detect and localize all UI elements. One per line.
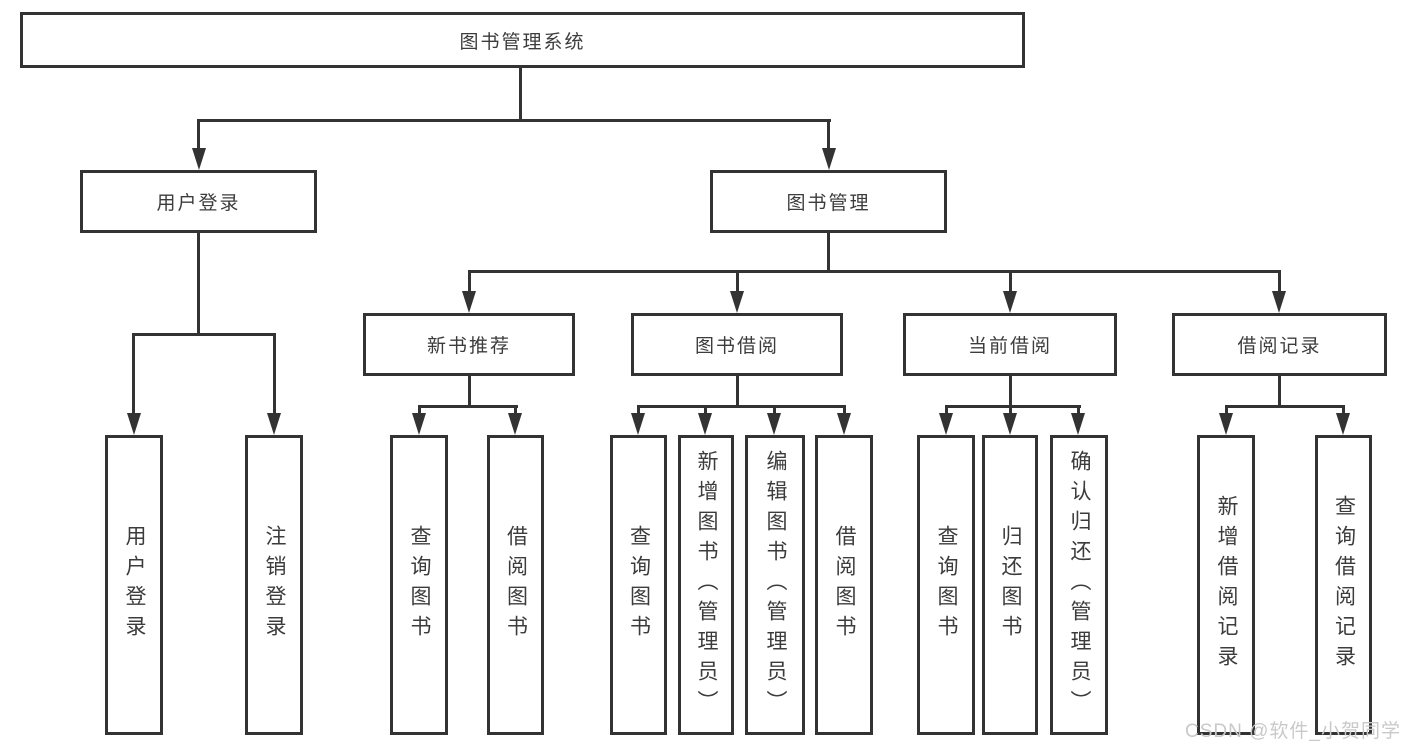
arrowhead-down-icon [508, 413, 522, 435]
arrowhead-down-icon [1071, 413, 1085, 435]
connector-line [736, 376, 739, 407]
leaf-borrowing-borrow-books: 借阅图书 [815, 435, 873, 735]
connector-line [197, 119, 831, 122]
arrowhead-down-icon [698, 413, 712, 435]
leaf-label: 借阅图书 [504, 525, 528, 645]
leaf-newbooks-borrow-books: 借阅图书 [487, 435, 544, 735]
connector-line [827, 119, 830, 152]
leaf-label: 注销登录 [263, 525, 286, 645]
leaf-records-add-borrow-record: 新增借阅记录 [1197, 435, 1255, 735]
arrowhead-down-icon [1336, 413, 1350, 435]
node-current-borrowing: 当前借阅 [903, 313, 1117, 376]
node-library-management-system: 图书管理系统 [20, 12, 1025, 68]
leaf-newbooks-query-books: 查询图书 [390, 435, 448, 735]
leaf-label: 借阅图书 [833, 525, 856, 645]
connector-line [843, 405, 846, 415]
leaf-label: 新增借阅记录 [1215, 495, 1238, 675]
arrowhead-down-icon [939, 413, 953, 435]
arrowhead-down-icon [631, 413, 645, 435]
arrowhead-down-icon [267, 413, 281, 435]
connector-line [197, 233, 200, 335]
arrowhead-down-icon [822, 148, 836, 170]
leaf-label: 查询借阅记录 [1332, 495, 1356, 675]
connector-line [514, 405, 517, 415]
leaf-logout: 注销登录 [245, 435, 303, 735]
connector-line [1077, 405, 1080, 415]
arrowhead-down-icon [192, 148, 206, 170]
arrowhead-down-icon [767, 413, 781, 435]
connector-line [1342, 405, 1345, 415]
arrowhead-down-icon [462, 291, 476, 313]
connector-line [197, 119, 200, 152]
arrowhead-down-icon [837, 413, 851, 435]
leaf-borrowing-add-books-admin: 新增图书（管理员） [678, 435, 734, 735]
node-book-management: 图书管理 [710, 170, 947, 233]
node-user-login: 用户登录 [80, 170, 317, 233]
connector-line [637, 405, 846, 408]
connector-line [468, 376, 471, 407]
connector-line [519, 68, 522, 122]
connector-line [736, 270, 739, 293]
connector-line [945, 405, 1081, 408]
connector-line [132, 333, 135, 415]
connector-line [418, 405, 518, 408]
leaf-records-query-borrow-record: 查询借阅记录 [1315, 435, 1372, 735]
arrowhead-down-icon [1219, 413, 1233, 435]
connector-line [637, 405, 640, 415]
csdn-watermark: CSDN @软件_小贺同学 [1185, 721, 1401, 742]
arrowhead-down-icon [127, 413, 141, 435]
connector-line [1225, 405, 1228, 415]
leaf-borrowing-edit-books-admin: 编辑图书（管理员） [745, 435, 805, 735]
leaf-label: 用户登录 [123, 525, 146, 645]
node-label: 借阅记录 [1237, 336, 1322, 357]
node-label: 当前借阅 [967, 336, 1052, 357]
connector-line [132, 333, 276, 336]
connector-line [273, 333, 276, 415]
leaf-current-query-books: 查询图书 [917, 435, 975, 735]
leaf-label: 新增图书（管理员） [695, 450, 718, 720]
connector-line [704, 405, 707, 415]
node-label: 新书推荐 [426, 336, 511, 357]
leaf-label: 归还图书 [999, 525, 1022, 645]
connector-line [1278, 270, 1281, 293]
leaf-label: 编辑图书（管理员） [764, 450, 787, 720]
leaf-borrowing-query-books: 查询图书 [610, 435, 667, 735]
node-label: 图书借阅 [694, 336, 779, 357]
leaf-current-confirm-return-admin: 确认归还（管理员） [1050, 435, 1108, 735]
leaf-label: 查询图书 [627, 525, 651, 645]
connector-line [418, 405, 421, 415]
arrowhead-down-icon [1003, 291, 1017, 313]
connector-line [468, 270, 1281, 273]
connector-line [827, 233, 830, 272]
leaf-label: 查询图书 [408, 525, 431, 645]
arrowhead-down-icon [412, 413, 426, 435]
node-label: 图书管理 [786, 193, 871, 214]
node-borrowing-records: 借阅记录 [1172, 313, 1387, 376]
connector-line [1225, 405, 1345, 408]
connector-line [1009, 376, 1012, 407]
arrowhead-down-icon [730, 291, 744, 313]
connector-line [1278, 376, 1281, 407]
node-label: 用户登录 [156, 193, 241, 214]
leaf-current-return-books: 归还图书 [982, 435, 1038, 735]
node-label: 图书管理系统 [459, 31, 586, 53]
connector-line [1009, 405, 1012, 415]
connector-line [773, 405, 776, 415]
connector-line [468, 270, 471, 293]
leaf-label: 查询图书 [935, 525, 958, 645]
connector-line [1009, 270, 1012, 293]
leaf-user-login: 用户登录 [105, 435, 163, 735]
arrowhead-down-icon [1003, 413, 1017, 435]
node-book-borrowing: 图书借阅 [631, 313, 843, 376]
leaf-label: 确认归还（管理员） [1068, 450, 1091, 720]
arrowhead-down-icon [1272, 291, 1286, 313]
connector-line [945, 405, 948, 415]
node-new-book-recommendation: 新书推荐 [363, 313, 575, 376]
